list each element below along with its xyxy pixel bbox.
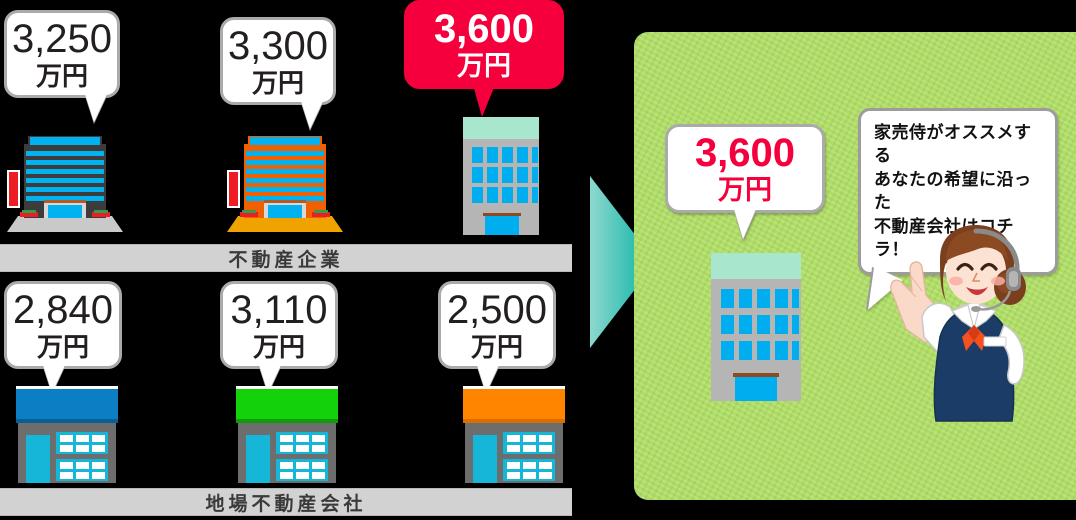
price-bubble-local-2: 3,110 万円: [220, 281, 338, 393]
price-value: 3,300: [227, 24, 329, 68]
operator-message-bubble: 家売侍がオススメする あなたの希望に沿った 不動産会社はコチラ！: [858, 108, 1058, 314]
price-bubble-company-2: 3,300 万円: [220, 17, 336, 129]
price-value: 2,500: [446, 288, 548, 332]
category-label: 地場不動産会社: [205, 493, 367, 515]
price-value: 3,600: [433, 7, 535, 51]
building-office-blue-stripes: [7, 136, 123, 232]
building-office-orange-stripes: [227, 136, 343, 232]
bubble-tail: [734, 209, 756, 239]
building-shop-green-roof: [236, 386, 338, 483]
price-bubble-company-3-highlight: 3,600 万円: [404, 0, 564, 117]
bubble-tail: [85, 94, 107, 122]
message-line-2: あなたの希望に沿った: [874, 169, 1032, 213]
message-line-1: 家売侍がオススメする: [874, 123, 1032, 166]
bubble-tail: [301, 101, 323, 129]
building-office-gray-tower: [463, 117, 539, 235]
building-recommended-gray-tower: [711, 253, 801, 401]
category-label: 不動産企業: [228, 249, 344, 271]
price-value: 3,110: [230, 288, 328, 332]
price-unit: 万円: [252, 332, 305, 362]
bubble-tail: [473, 85, 495, 117]
price-unit: 万円: [35, 61, 88, 91]
price-value: 3,250: [11, 17, 113, 61]
arrow-right-icon: [590, 176, 656, 348]
category-bar-local-agencies: 地場不動産会社: [0, 488, 572, 516]
price-bubble-local-1: 2,840 万円: [4, 281, 122, 393]
recommended-price-bubble: 3,600 万円: [665, 124, 825, 239]
price-unit: 万円: [251, 68, 304, 98]
price-bubble-company-1: 3,250 万円: [4, 10, 120, 122]
operator-avatar: [890, 225, 1026, 422]
price-unit: 万円: [36, 332, 89, 362]
price-unit: 万円: [457, 51, 511, 81]
price-value: 3,600: [694, 131, 796, 175]
price-unit: 万円: [470, 332, 523, 362]
building-shop-blue-roof: [16, 386, 118, 483]
price-unit: 万円: [718, 175, 772, 205]
price-bubble-local-3: 2,500 万円: [438, 281, 556, 393]
building-shop-orange-roof: [463, 386, 565, 483]
category-bar-corporations: 不動産企業: [0, 244, 572, 272]
price-value: 2,840: [12, 288, 114, 332]
